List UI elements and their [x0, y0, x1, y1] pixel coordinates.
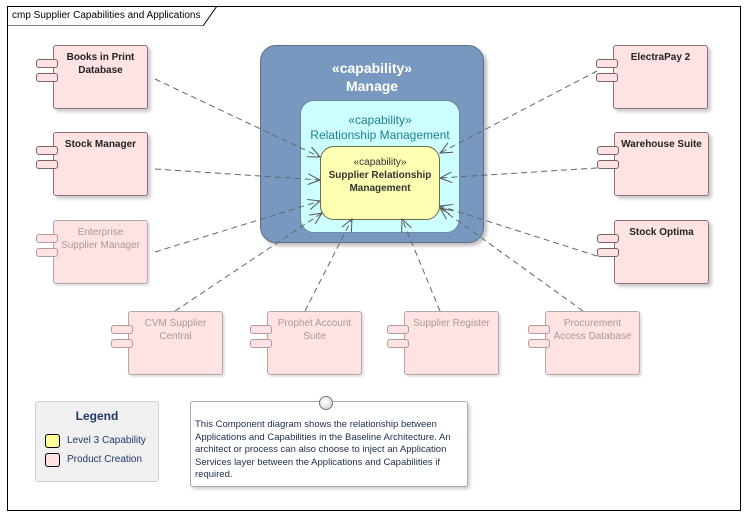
component-port-icon — [36, 59, 58, 68]
legend-label: Level 3 Capability — [67, 435, 146, 446]
component-port-icon — [111, 339, 133, 348]
component-port-icon — [596, 73, 618, 82]
stereotype-label: «capability» — [353, 157, 407, 168]
component-port-icon — [596, 59, 618, 68]
component-port-icon — [597, 146, 619, 155]
component-name: Enterprise Supplier Manager — [61, 227, 140, 251]
note-link-pin-icon[interactable] — [319, 396, 333, 410]
component-name: Procurement Access Database — [553, 318, 632, 342]
component-supplier-register[interactable]: Supplier Register — [387, 311, 499, 375]
component-name: Stock Manager — [64, 139, 137, 150]
component-port-icon — [597, 160, 619, 169]
component-port-icon — [528, 339, 550, 348]
component-name: Stock Optima — [629, 227, 694, 238]
component-enterprise-supplier-manager[interactable]: Enterprise Supplier Manager — [36, 220, 148, 284]
component-port-icon — [36, 73, 58, 82]
component-port-icon — [528, 325, 550, 334]
component-stock-optima[interactable]: Stock Optima — [597, 220, 709, 284]
component-name: Books in Print Database — [66, 52, 135, 76]
legend-swatch — [45, 453, 60, 467]
note-text: This Component diagram shows the relatio… — [195, 419, 451, 480]
component-port-icon — [111, 325, 133, 334]
component-name: CVM Supplier Central — [144, 318, 207, 342]
capability-name: Manage — [345, 78, 399, 94]
capability-name: Relationship Management — [310, 128, 450, 142]
capability-supplier-relationship-management[interactable]: «capability» Supplier Relationship Manag… — [320, 146, 440, 220]
component-port-icon — [36, 160, 58, 169]
component-port-icon — [597, 234, 619, 243]
component-name: Warehouse Suite — [621, 139, 702, 150]
component-port-icon — [250, 339, 272, 348]
component-port-icon — [387, 339, 409, 348]
component-books-in-print-database[interactable]: Books in Print Database — [36, 45, 148, 109]
component-stock-manager[interactable]: Stock Manager — [36, 132, 148, 196]
capability-name: Supplier Relationship Management — [328, 170, 432, 194]
component-name: ElectraPay 2 — [630, 52, 691, 63]
component-name: Prophet Account Suite — [277, 318, 352, 342]
component-warehouse-suite[interactable]: Warehouse Suite — [597, 132, 709, 196]
frame-tab — [7, 6, 218, 26]
component-name: Supplier Register — [413, 318, 490, 329]
legend-title: Legend — [75, 409, 119, 423]
component-port-icon — [387, 325, 409, 334]
component-port-icon — [250, 325, 272, 334]
stereotype-label: «capability» — [331, 60, 413, 76]
component-port-icon — [36, 146, 58, 155]
legend: Legend Level 3 Capability Product Creati… — [35, 401, 159, 482]
legend-label: Product Creation — [67, 454, 143, 465]
component-procurement-access-database[interactable]: Procurement Access Database — [528, 311, 640, 375]
component-prophet-account-suite[interactable]: Prophet Account Suite — [250, 311, 362, 375]
component-electrapay-2[interactable]: ElectraPay 2 — [596, 45, 708, 109]
diagram-note[interactable]: This Component diagram shows the relatio… — [190, 401, 468, 487]
component-port-icon — [36, 234, 58, 243]
component-cvm-supplier-central[interactable]: CVM Supplier Central — [111, 311, 223, 375]
component-port-icon — [36, 248, 58, 257]
component-port-icon — [597, 248, 619, 257]
legend-swatch — [45, 434, 60, 448]
stereotype-label: «capability» — [348, 113, 412, 127]
diagram-title: cmp Supplier Capabilities and Applicatio… — [12, 10, 201, 21]
